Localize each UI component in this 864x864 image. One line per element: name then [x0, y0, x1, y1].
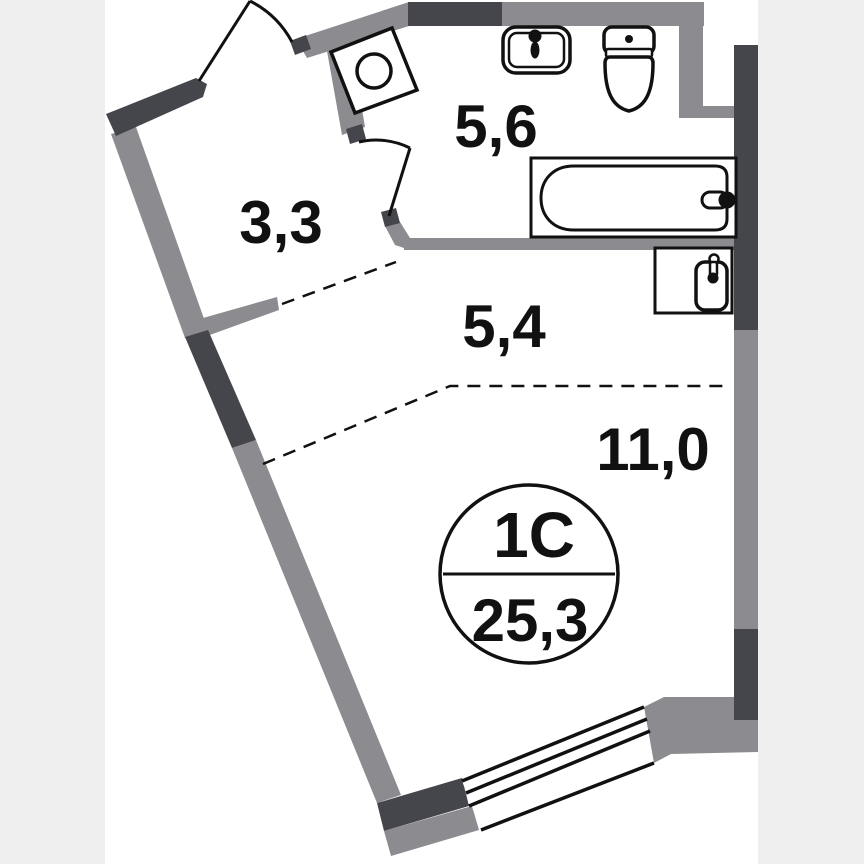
- bathroom-door-swing-icon: [358, 138, 411, 150]
- wall-left-lower: [232, 440, 401, 803]
- apartment-seal: 1C 25,3: [438, 483, 620, 665]
- zone-boundary-living: [262, 384, 730, 466]
- room-labels: 3,3 5,6 5,4 11,0: [239, 93, 709, 483]
- wall-top-dark-segment: [408, 2, 502, 26]
- bathtub-icon: [529, 156, 738, 239]
- shaft-wall-left: [679, 25, 703, 118]
- window-line-4: [480, 761, 655, 832]
- entrance-door-leaf: [197, 0, 252, 82]
- toilet-button: [625, 35, 633, 43]
- bathroom-area-label: 5,6: [454, 93, 537, 160]
- left-margin: [0, 0, 105, 864]
- entrance-wall-slab: [106, 78, 207, 136]
- sink-faucet-spout: [530, 41, 540, 59]
- washer-drum: [355, 52, 393, 90]
- hallway-area-label: 3,3: [239, 189, 322, 256]
- window-sill: [384, 806, 479, 856]
- walls-dark: [106, 2, 758, 831]
- bath-door-jamb: [381, 208, 400, 227]
- wall-top-angled: [296, 2, 409, 58]
- wall-bath-bottom: [404, 238, 734, 250]
- wall-left-upper: [111, 127, 208, 338]
- wall-bath-corner: [385, 222, 410, 250]
- shaft-wall-bottom: [690, 106, 735, 118]
- entrance-door-swing-icon: [249, 0, 294, 43]
- kitchen-sink-icon: [653, 246, 734, 315]
- sink-faucet-base: [528, 29, 542, 43]
- window-corner-block: [377, 778, 469, 831]
- toilet-bowl: [603, 55, 655, 113]
- bathtub-inner: [539, 164, 729, 232]
- window-line-2: [465, 717, 648, 795]
- window-line-1: [461, 705, 645, 783]
- kitchen-faucet-head: [707, 272, 719, 284]
- apartment-total-area: 25,3: [472, 587, 589, 654]
- washer-body: [328, 25, 420, 116]
- bathroom-sink-icon: [501, 25, 572, 75]
- wall-right-bottom-block: [734, 629, 758, 720]
- bathtub-faucet: [718, 191, 736, 209]
- wall-stub-hallway: [203, 297, 279, 336]
- kitchen-zone-area-label: 5,4: [462, 293, 546, 360]
- wall-right-top: [734, 45, 758, 330]
- bathroom-door-leaf: [387, 147, 412, 217]
- window: [461, 705, 655, 832]
- doors: [197, 0, 412, 217]
- window-line-3: [468, 729, 651, 808]
- entrance-jamb: [290, 35, 311, 55]
- zone-boundary-hallway: [281, 260, 397, 306]
- living-zone-area-label: 11,0: [596, 416, 709, 483]
- washing-machine-icon: [328, 25, 420, 116]
- fixtures: [328, 25, 738, 315]
- toilet-icon: [602, 25, 656, 113]
- apartment-type-label: 1C: [493, 499, 575, 571]
- washer-door-jamb: [346, 124, 366, 144]
- wall-right-middle: [734, 330, 758, 629]
- zone-boundaries: [262, 260, 730, 466]
- right-margin: [758, 0, 864, 864]
- wall-left-dark-segment: [185, 330, 256, 448]
- wall-balcony-band: [644, 697, 758, 764]
